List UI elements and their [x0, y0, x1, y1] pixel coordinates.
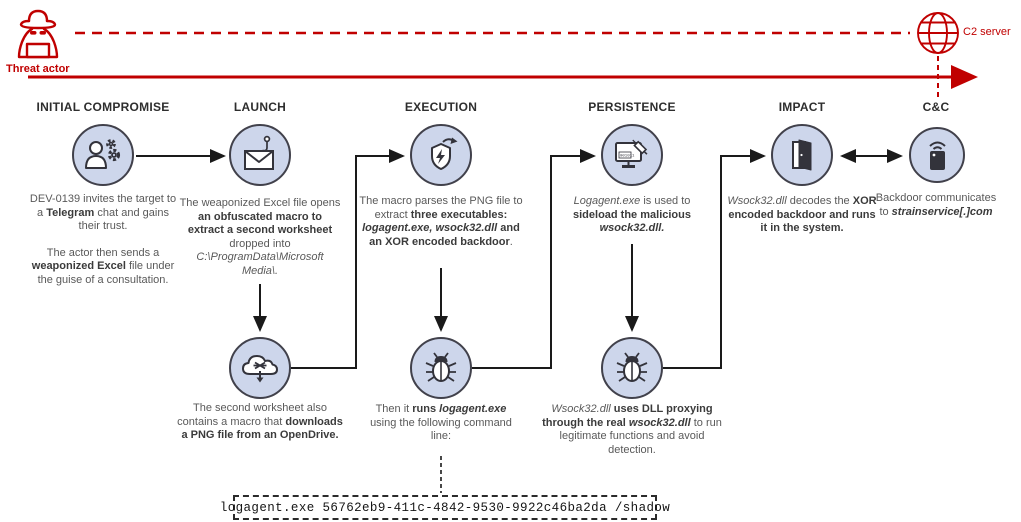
- monitor-inject-icon: 001011: [615, 139, 648, 168]
- node-initial-compromise: [72, 124, 134, 186]
- node-bug-persistence: [601, 337, 663, 399]
- desc-launch: The weaponized Excel file opens an obfus…: [179, 197, 341, 277]
- stage-title-execution: EXECUTION: [404, 100, 478, 114]
- desc-dll-proxying: Wsock32.dll uses DLL proxying through th…: [542, 403, 722, 456]
- node-cloud-download: [229, 337, 291, 399]
- c2-device-icon: [929, 141, 946, 170]
- stage-title-initial-compromise: INITIAL COMPROMISE: [36, 100, 170, 114]
- node-cc: [909, 127, 965, 183]
- node-execution: [410, 124, 472, 186]
- node-impact: [771, 124, 833, 186]
- desc-cc: Backdoor communicates to strainservice[.…: [875, 192, 997, 218]
- c2-globe-icon: [915, 10, 961, 56]
- backdoor-door-icon: [792, 139, 812, 171]
- phishing-email-icon: [244, 135, 274, 170]
- desc-run-logagent: Then it runs logagent.exe using the foll…: [370, 403, 512, 442]
- node-persistence: 001011: [601, 124, 663, 186]
- c2-server-label: C2 server: [963, 26, 1011, 38]
- svg-text:001011: 001011: [620, 155, 635, 159]
- command-line-box: logagent.exe 56762eb9-411c-4842-9530-992…: [220, 495, 670, 520]
- desc-impact: Wsock32.dll decodes the XOR encoded back…: [727, 195, 877, 234]
- node-launch: [229, 124, 291, 186]
- bug-icon: [616, 352, 648, 382]
- desc-execution: The macro parses the PNG file to extract…: [359, 195, 523, 248]
- threat-actor-icon: [8, 8, 68, 62]
- threat-actor-label: Threat actor: [6, 63, 70, 75]
- bug-icon: [425, 352, 457, 382]
- stage-title-cc: C&C: [922, 100, 950, 114]
- stage-title-launch: LAUNCH: [233, 100, 287, 114]
- cloud-download-icon: [242, 355, 278, 383]
- arrow-bug-impact: [663, 149, 766, 369]
- stage-title-impact: IMPACT: [778, 100, 826, 114]
- shield-refresh-icon: [431, 137, 458, 170]
- node-bug-execution: [410, 337, 472, 399]
- desc-cloud-download: The second worksheet also contains a mac…: [177, 402, 343, 441]
- desc-persistence: Logagent.exe is used to sideload the mal…: [573, 195, 691, 234]
- user-gears-icon: [85, 139, 121, 169]
- arrow-bug-persistence: [472, 149, 596, 369]
- stage-title-persistence: PERSISTENCE: [588, 100, 676, 114]
- desc-initial-compromise: DEV-0139 invites the target to a Telegra…: [29, 193, 177, 286]
